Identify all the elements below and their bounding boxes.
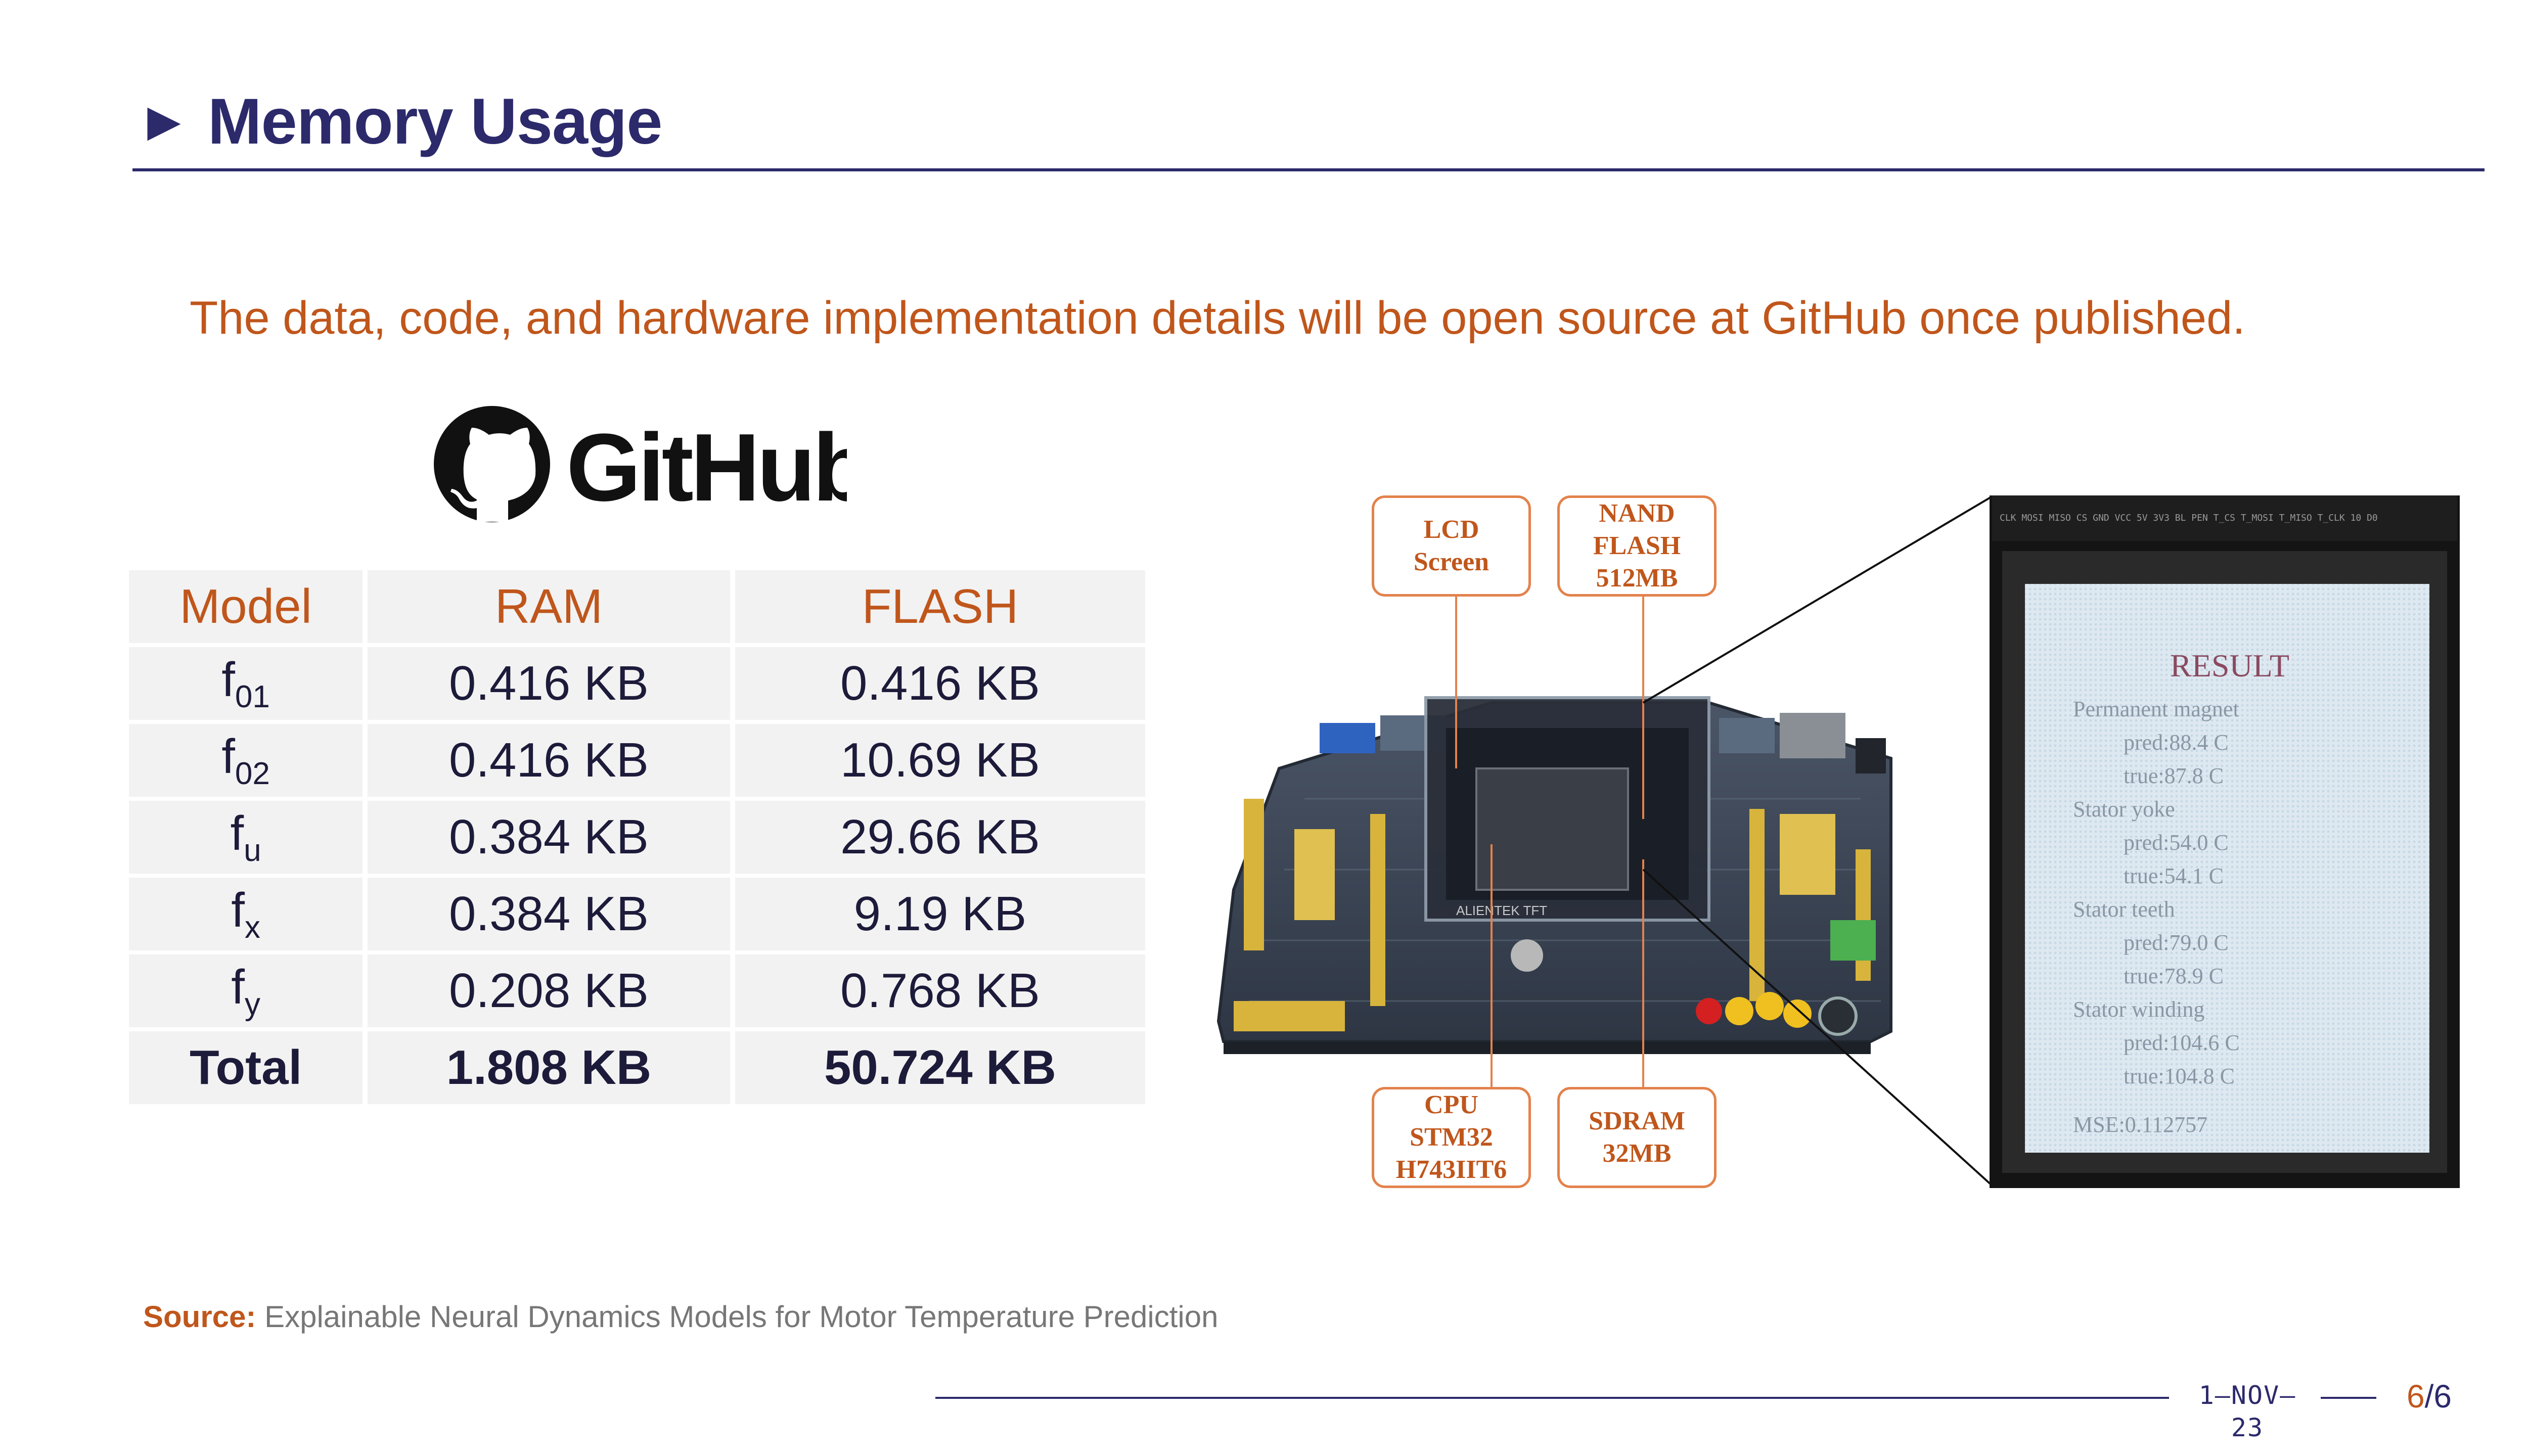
page-current: 6 <box>2407 1378 2425 1415</box>
result-line: Stator yoke <box>2073 797 2175 822</box>
model-cell: f02 <box>129 724 363 797</box>
footer-rule-right <box>2321 1397 2376 1399</box>
result-line: pred:54.0 C <box>2124 830 2229 855</box>
result-line: true:54.1 C <box>2124 863 2224 888</box>
result-line: Stator winding <box>2073 997 2205 1022</box>
table-row: fy 0.208 KB 0.768 KB <box>129 954 1145 1027</box>
github-octocat-icon <box>434 406 550 522</box>
footer-rule-left <box>935 1397 2169 1399</box>
dev-board-figure: ALIENTEK TFT CLK MOSI MISO CS GND VCC 5V… <box>1216 495 2460 1188</box>
result-line: Permanent magnet <box>2073 697 2239 721</box>
header-flash: FLASH <box>735 570 1145 643</box>
result-lines: Permanent magnet pred:88.4 C true:87.8 C… <box>2038 693 2422 1142</box>
result-line: pred:79.0 C <box>2124 930 2229 955</box>
model-cell: fy <box>129 954 363 1027</box>
total-flash-cell: 50.724 KB <box>735 1031 1145 1104</box>
flash-cell: 10.69 KB <box>735 724 1145 797</box>
flash-cell: 29.66 KB <box>735 801 1145 874</box>
slide-title-bar: ► Memory Usage <box>137 76 2482 167</box>
source-citation: Source: Explainable Neural Dynamics Mode… <box>143 1299 1218 1334</box>
page-number: 6/6 <box>2407 1378 2452 1415</box>
header-model: Model <box>129 570 363 643</box>
result-line: pred:104.6 C <box>2124 1030 2240 1055</box>
ram-cell: 0.384 KB <box>368 801 730 874</box>
table-row: fu 0.384 KB 29.66 KB <box>129 801 1145 874</box>
memory-table: Model RAM FLASH f01 0.416 KB 0.416 KB f0… <box>124 566 1150 1108</box>
result-line: pred:88.4 C <box>2124 730 2229 755</box>
title-divider <box>132 168 2485 171</box>
slide-title: Memory Usage <box>207 85 663 158</box>
model-cell: fx <box>129 878 363 950</box>
result-line: true:104.8 C <box>2124 1064 2235 1088</box>
table-row: fx 0.384 KB 9.19 KB <box>129 878 1145 950</box>
result-title: RESULT <box>2170 648 2289 684</box>
table-row: f02 0.416 KB 10.69 KB <box>129 724 1145 797</box>
source-text: Explainable Neural Dynamics Models for M… <box>264 1300 1218 1334</box>
header-ram: RAM <box>368 570 730 643</box>
total-ram-cell: 1.808 KB <box>368 1031 730 1104</box>
table-header-row: Model RAM FLASH <box>129 570 1145 643</box>
flash-cell: 0.768 KB <box>735 954 1145 1027</box>
result-line: Stator teeth <box>2073 897 2175 922</box>
ram-cell: 0.416 KB <box>368 724 730 797</box>
flash-cell: 9.19 KB <box>735 878 1145 950</box>
github-wordmark: GitHub <box>566 414 847 521</box>
model-cell: fu <box>129 801 363 874</box>
result-line: true:87.8 C <box>2124 763 2224 788</box>
table-total-row: Total 1.808 KB 50.724 KB <box>129 1031 1145 1104</box>
cpu-chip: ALIENTEK TFT <box>1456 767 1629 918</box>
table-row: f01 0.416 KB 0.416 KB <box>129 647 1145 720</box>
lcd-pin-header-text: CLK MOSI MISO CS GND VCC 5V 3V3 BL PEN T… <box>2000 513 2378 523</box>
mse-line: MSE:0.112757 <box>2073 1112 2208 1137</box>
result-line: true:78.9 C <box>2124 964 2224 988</box>
ram-cell: 0.384 KB <box>368 878 730 950</box>
lcd-closeup: CLK MOSI MISO CS GND VCC 5V 3V3 BL PEN T… <box>1990 495 2460 1188</box>
lcd-result-screen: RESULT Permanent magnet pred:88.4 C true… <box>2038 637 2422 1173</box>
ram-cell: 0.208 KB <box>368 954 730 1027</box>
title-arrow-icon: ► <box>137 90 192 152</box>
model-cell: f01 <box>129 647 363 720</box>
page-total: 6 <box>2433 1378 2452 1415</box>
total-label-cell: Total <box>129 1031 363 1104</box>
source-label: Source: <box>143 1300 256 1334</box>
flash-cell: 0.416 KB <box>735 647 1145 720</box>
footer-date: 1–NOV– 23 <box>2198 1381 2296 1442</box>
open-source-note: The data, code, and hardware implementat… <box>190 292 2245 344</box>
github-logo: GitHub <box>434 406 847 522</box>
ram-cell: 0.416 KB <box>368 647 730 720</box>
chip-label: ALIENTEK TFT <box>1456 903 1547 918</box>
